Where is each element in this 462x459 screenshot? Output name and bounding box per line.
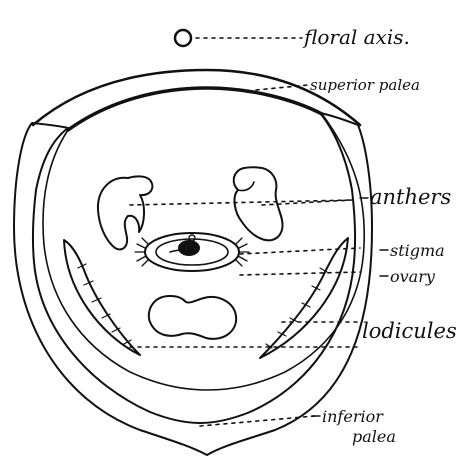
label-inferior-palea-line1: inferior [322,407,384,426]
anther-right-fold [238,182,254,191]
stigma-hairs-left [135,238,148,266]
ovule [179,241,199,255]
label-ovary: ovary [390,267,436,286]
leader-ovary [240,272,360,275]
superior-palea-inner-arc [68,88,322,130]
leader-stigma [240,248,360,254]
inner-envelope [43,114,364,390]
label-inferior-palea-line2: palea [352,427,396,446]
label-anthers: anthers [370,185,451,209]
label-stigma: stigma [390,241,445,260]
label-superior-palea: superior palea [310,76,420,94]
stigma-hairs-right [236,238,249,266]
lodicule-right-hatch [266,268,327,348]
lodicule-pair [149,296,236,339]
lodicule-left [64,240,140,355]
lodicule-right [260,238,348,358]
ovule-dot [189,235,195,241]
anther-left [98,176,152,249]
anther-right [234,167,283,240]
label-floral-axis: floral axis. [302,25,410,49]
label-lodicules: lodicules [362,319,457,343]
floral-axis-circle [175,30,191,46]
